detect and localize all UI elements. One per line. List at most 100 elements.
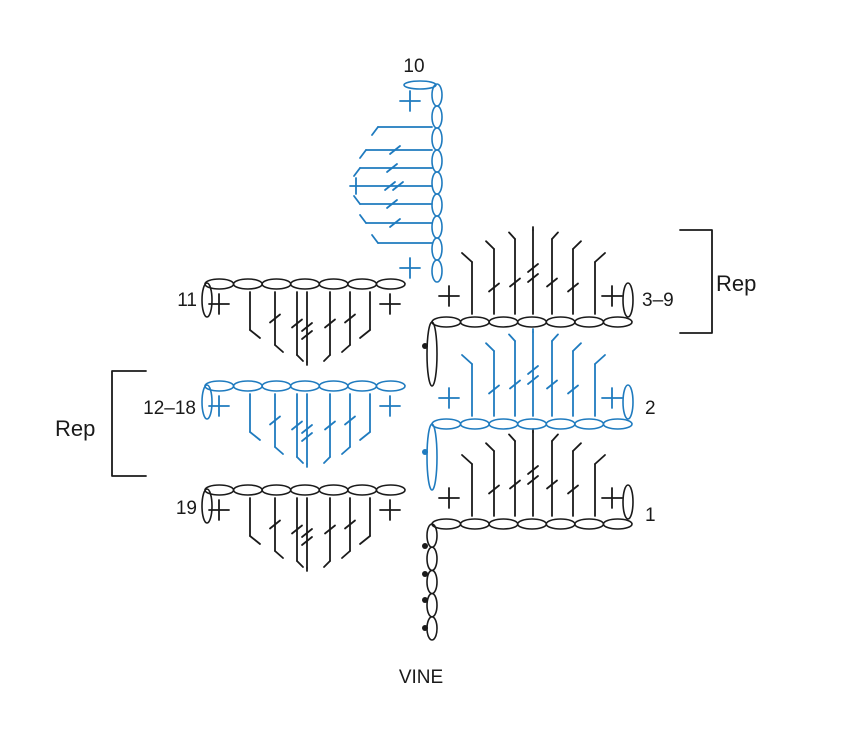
row10-stitch-tip	[353, 167, 361, 177]
stitch-slash	[488, 282, 500, 293]
stitch-top	[594, 252, 606, 263]
chain-oval	[545, 518, 576, 530]
stitch-slash	[344, 519, 356, 530]
chain-oval	[488, 418, 519, 430]
chain-oval	[459, 316, 490, 328]
chain-oval	[261, 278, 292, 290]
stitch-slash	[324, 524, 336, 535]
turning-chain-loop	[201, 282, 213, 318]
chain-oval	[318, 278, 349, 290]
stitch-top	[572, 442, 582, 452]
chain-oval	[347, 484, 378, 496]
turning-chain-loop	[201, 488, 213, 524]
stitch-slash	[546, 379, 558, 390]
stitch-top	[461, 354, 473, 365]
stitch-slash	[291, 524, 303, 535]
chain-oval	[426, 546, 438, 572]
stitch-top	[572, 240, 582, 250]
stitch-top	[594, 454, 606, 465]
chain-oval	[289, 380, 321, 392]
stitch-bottom	[296, 456, 304, 464]
chain-oval	[431, 259, 443, 283]
stitch-top	[594, 354, 606, 365]
chain-oval	[459, 418, 490, 430]
stitch-slash	[527, 465, 539, 475]
vine-label: VINE	[399, 667, 443, 688]
row10-stitch-tip	[371, 126, 379, 136]
slip-stitch-dot	[422, 625, 428, 631]
chain-oval	[289, 278, 321, 290]
stitch-slash	[567, 282, 579, 293]
stitch-top	[485, 240, 495, 250]
stitch-top	[485, 342, 495, 352]
chain-oval	[431, 127, 443, 151]
stitch-slash	[269, 313, 281, 324]
stitch-slash	[291, 420, 303, 431]
stitch-top	[485, 442, 495, 452]
chain-oval	[431, 171, 443, 195]
slip-stitch-dot	[422, 449, 428, 455]
chain-oval	[261, 484, 292, 496]
turning-chain-loop	[622, 282, 634, 318]
chain-oval	[602, 418, 633, 430]
stitch-slash	[567, 484, 579, 495]
stitch-top	[551, 333, 559, 342]
stitch-slash	[301, 330, 313, 340]
rep-bracket-left	[111, 370, 147, 477]
stitch-slash	[324, 420, 336, 431]
chain-oval	[403, 80, 437, 90]
stitch-bottom	[274, 550, 284, 559]
chain-oval	[232, 278, 263, 290]
stitch-bottom	[296, 560, 304, 568]
stitch-slash	[546, 479, 558, 490]
stitch-slash	[527, 365, 539, 375]
turning-chain-loop	[622, 484, 634, 520]
chain-oval	[574, 316, 605, 328]
chain-oval	[261, 380, 292, 392]
slip-stitch-dot	[422, 343, 428, 349]
chain-oval	[516, 418, 548, 430]
chain-oval	[431, 105, 443, 129]
stitch-bottom	[323, 354, 331, 362]
stitch-bottom	[274, 446, 284, 455]
stitch-slash	[527, 475, 539, 485]
chain-oval	[516, 316, 548, 328]
chart-art	[111, 80, 713, 641]
stitch-slash	[301, 536, 313, 546]
chain-oval	[375, 380, 406, 392]
chain-oval	[289, 484, 321, 496]
stitch-slash	[509, 479, 521, 490]
stitch-top	[461, 454, 473, 465]
row-label-1: 1	[645, 505, 656, 526]
stitch-slash	[527, 375, 539, 385]
stitch-bottom	[274, 344, 284, 353]
chain-oval	[545, 418, 576, 430]
row-label-10: 10	[403, 56, 424, 77]
chain-oval	[232, 380, 263, 392]
stitch-slash	[301, 322, 313, 332]
stitch-top	[461, 252, 473, 263]
stitch-slash	[527, 263, 539, 273]
chain-oval	[431, 418, 462, 430]
stitch-slash	[291, 318, 303, 329]
chain-oval	[426, 569, 438, 595]
row-label-19: 19	[176, 498, 197, 519]
stitch-bottom	[323, 560, 331, 568]
stitch-top	[572, 342, 582, 352]
chain-oval	[232, 484, 263, 496]
stitch-top	[551, 231, 559, 240]
stitch-bottom	[341, 446, 351, 455]
chain-oval	[516, 518, 548, 530]
chain-oval	[488, 518, 519, 530]
chain-oval	[426, 523, 438, 549]
chain-oval	[375, 278, 406, 290]
chain-oval	[431, 149, 443, 173]
chain-oval	[431, 316, 462, 328]
stitch-bottom	[359, 535, 371, 545]
stitch-bottom	[359, 431, 371, 441]
chain-oval	[426, 592, 438, 618]
chain-oval	[431, 193, 443, 217]
stitch-slash	[386, 199, 398, 209]
row-label-12-18: 12–18	[143, 398, 196, 419]
row10-stitch-tip	[359, 149, 367, 159]
